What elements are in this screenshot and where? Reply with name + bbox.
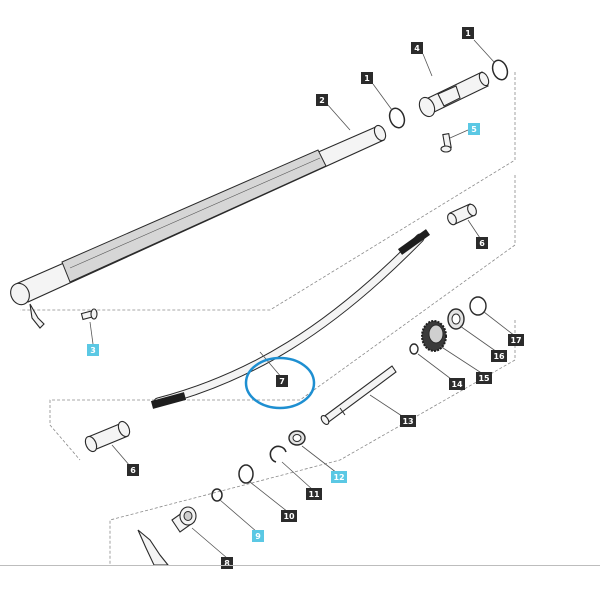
part-coupling (137, 506, 197, 566)
part-bushing (288, 430, 306, 446)
callout-label: 7 (279, 377, 285, 386)
callout-label: 11 (308, 490, 320, 499)
callout-badge-14[interactable]: 14 (449, 378, 465, 390)
part-screw-lower (80, 308, 98, 321)
callout-badge-9[interactable]: 9 (252, 530, 264, 542)
part-small-washer (211, 488, 223, 502)
callout-badge-17[interactable]: 17 (508, 334, 524, 346)
callout-badge-6[interactable]: 6 (476, 237, 488, 249)
selected-part-highlight-ring (244, 356, 316, 410)
part-o-ring-lower (388, 107, 406, 129)
callout-label: 1 (465, 29, 471, 38)
callout-label: 13 (402, 417, 413, 426)
callout-badge-8[interactable]: 8 (221, 557, 233, 569)
callout-badge-1[interactable]: 1 (462, 27, 474, 39)
callout-badge-15[interactable]: 15 (476, 372, 492, 384)
callout-label: 5 (471, 125, 477, 134)
callout-badge-5[interactable]: 5 (468, 123, 480, 135)
part-o-ring-upper (491, 59, 509, 81)
part-upper-housing (418, 71, 490, 118)
callout-badge-1[interactable]: 1 (361, 72, 373, 84)
callout-badge-3[interactable]: 3 (87, 344, 99, 356)
part-circlip (269, 445, 287, 463)
callout-badge-12[interactable]: 12 (331, 471, 347, 483)
callout-badge-6[interactable]: 6 (127, 464, 139, 476)
callout-label: 2 (319, 96, 325, 105)
callout-label: 1 (364, 74, 370, 83)
callout-badge-10[interactable]: 10 (281, 510, 297, 522)
callout-label: 8 (224, 559, 230, 568)
part-small-ring (409, 343, 419, 355)
callout-label: 9 (255, 532, 261, 541)
part-washer (238, 464, 254, 484)
page-divider (0, 565, 600, 566)
callout-label: 6 (130, 466, 136, 475)
callout-label: 17 (510, 336, 521, 345)
callout-label: 10 (283, 512, 295, 521)
callout-badge-2[interactable]: 2 (316, 94, 328, 106)
callout-badge-7[interactable]: 7 (276, 375, 288, 387)
callout-badges[interactable]: 1 1 2 3 4 5 6 6 7 8 9 10 11 12 13 14 15 … (87, 27, 524, 569)
callout-label: 4 (414, 44, 420, 53)
callout-badge-16[interactable]: 16 (491, 350, 507, 362)
callout-leader-lines (89, 39, 516, 559)
callout-badge-11[interactable]: 11 (306, 488, 322, 500)
part-drive-shaft (320, 365, 397, 425)
part-sleeve-lower (84, 420, 131, 453)
part-snap-ring-upper (469, 296, 487, 316)
part-bearing (447, 308, 465, 330)
part-outer-tube (10, 124, 387, 329)
part-gear (421, 320, 447, 352)
part-sleeve-upper (447, 203, 477, 226)
part-flexible-shaft (150, 229, 431, 409)
callout-label: 3 (90, 346, 96, 355)
callout-label: 14 (451, 380, 463, 389)
callout-label: 16 (493, 352, 505, 361)
callout-label: 12 (333, 473, 344, 482)
callout-badge-4[interactable]: 4 (411, 42, 423, 54)
callout-label: 6 (479, 239, 485, 248)
part-screw-upper (440, 132, 452, 153)
callout-label: 15 (478, 374, 490, 383)
callout-badge-13[interactable]: 13 (400, 415, 416, 427)
